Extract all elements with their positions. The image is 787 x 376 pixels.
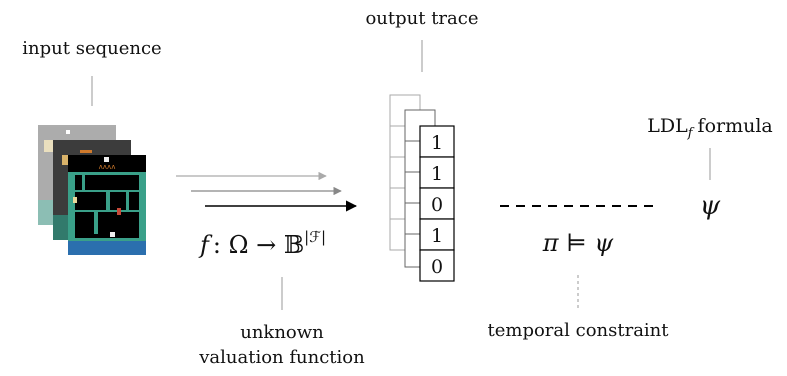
trace-value: 0	[431, 256, 443, 278]
psi-symbol: ψ	[700, 191, 721, 221]
trace-value: 1	[431, 132, 443, 154]
game-frame-front: ʌʌʌʌ	[68, 155, 146, 255]
constraint-formula: π ⊨ ψ	[542, 229, 615, 257]
valuation-function-label: valuation function	[198, 347, 365, 368]
input-frames-stack: ʌʌʌʌ	[38, 125, 146, 255]
output-trace-stack: 1 1 0 1 0	[389, 94, 455, 282]
valuation-exp: |ℱ|	[304, 228, 326, 246]
trace-cell	[419, 249, 455, 282]
ldlf-sub: f	[687, 126, 695, 141]
ldlf-rest: formula	[698, 115, 773, 137]
svg-text:ʌʌʌʌ: ʌʌʌʌ	[99, 163, 116, 171]
valuation-f: f	[198, 231, 213, 259]
input-sequence-label: input sequence	[22, 38, 161, 59]
ldlf-main: LDL	[647, 115, 688, 137]
trace-value: 0	[431, 194, 443, 216]
trace-cell	[419, 156, 455, 189]
trace-value: 1	[431, 225, 443, 247]
unknown-label: unknown	[240, 322, 324, 343]
trace-value: 1	[431, 163, 443, 185]
trace-cell	[419, 218, 455, 251]
temporal-constraint-label: temporal constraint	[487, 320, 669, 341]
valuation-formula: f: Ω → 𝔹|ℱ|	[198, 228, 326, 259]
valuation-rest: : Ω → 𝔹	[213, 231, 304, 259]
output-trace-label: output trace	[365, 8, 478, 29]
trace-column-front: 1 1 0 1 0	[419, 125, 455, 282]
